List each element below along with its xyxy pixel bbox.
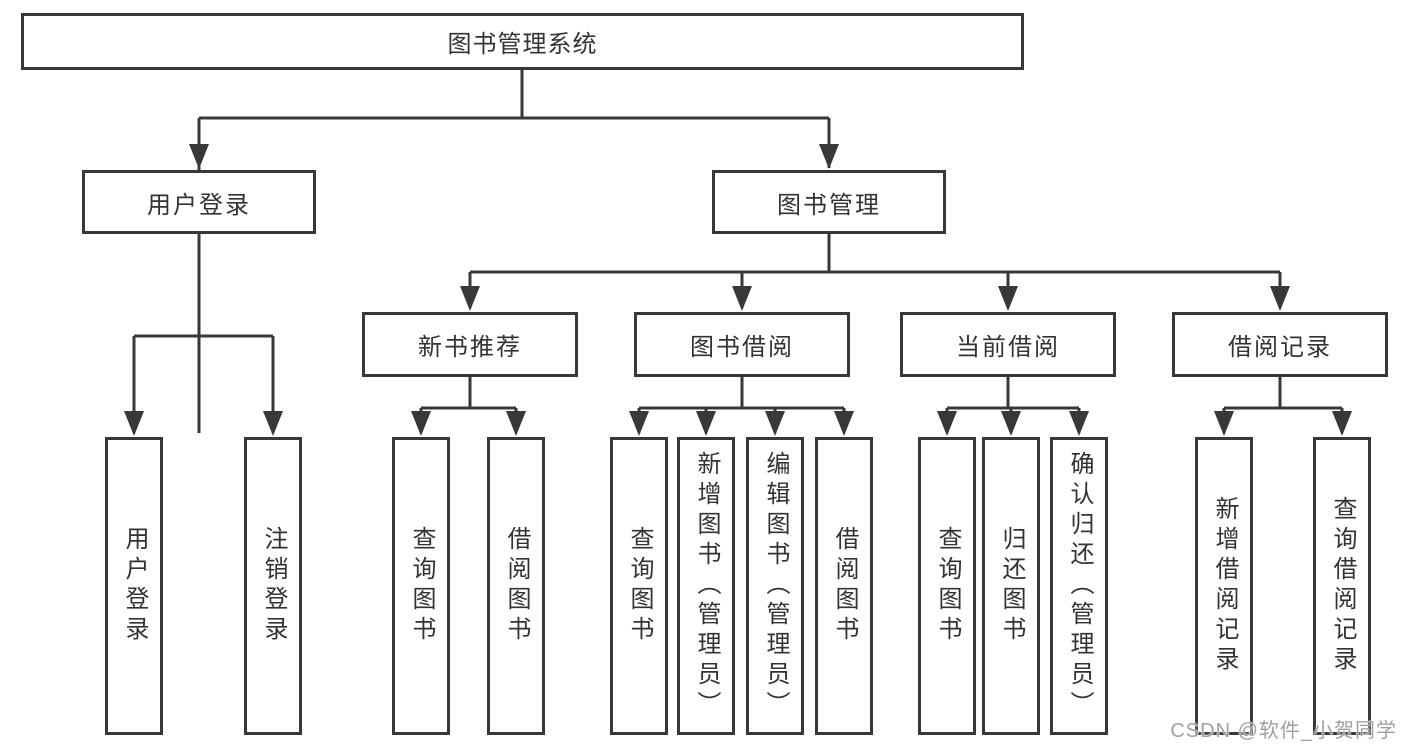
node-label: 新书推荐 (418, 334, 522, 361)
wire-borrow-record (1222, 377, 1344, 433)
node-label: 新增借阅记录 (1211, 496, 1238, 676)
node-leaf-add-borrow-record: 新增借阅记录 (1195, 437, 1253, 735)
wire-book-mgmt (468, 234, 1282, 308)
node-label: 查询图书 (408, 526, 435, 646)
node-new-book-recommendation: 新书推荐 (362, 312, 578, 377)
node-leaf-query-books-1: 查询图书 (392, 437, 450, 735)
node-leaf-logout: 注销登录 (244, 437, 302, 735)
node-label: 查询图书 (626, 526, 653, 646)
node-label: 查询图书 (934, 526, 961, 646)
node-label: 图书借阅 (690, 334, 794, 361)
node-book-management: 图书管理 (712, 170, 946, 234)
wire-new-book (419, 377, 518, 433)
node-label: 借阅图书 (503, 526, 530, 646)
node-leaf-query-books-3: 查询图书 (918, 437, 976, 735)
node-label: 用户登录 (147, 191, 251, 219)
node-label: 借阅记录 (1228, 334, 1332, 361)
node-label: 确认归还（管理员） (1066, 451, 1093, 721)
node-leaf-edit-books-admin: 编辑图书（管理员） (746, 437, 804, 735)
node-label: 归还图书 (998, 526, 1025, 646)
arrowheads (124, 144, 1352, 436)
node-user-login: 用户登录 (82, 170, 316, 234)
wire-root (197, 69, 831, 166)
node-label: 图书管理 (777, 191, 881, 219)
node-label: 用户登录 (121, 526, 148, 646)
node-label: 新增图书（管理员） (693, 451, 720, 721)
node-leaf-return-books: 归还图书 (982, 437, 1040, 735)
node-leaf-query-books-2: 查询图书 (610, 437, 668, 735)
node-library-management-system: 图书管理系统 (21, 13, 1024, 70)
wire-user-login (132, 234, 275, 433)
node-label: 借阅图书 (831, 526, 858, 646)
node-borrowing-records: 借阅记录 (1172, 312, 1388, 377)
node-label: 编辑图书（管理员） (762, 451, 789, 721)
node-book-borrowing: 图书借阅 (634, 312, 850, 377)
node-leaf-confirm-return-admin: 确认归还（管理员） (1050, 437, 1108, 735)
node-leaf-user-login: 用户登录 (105, 437, 163, 735)
node-leaf-borrow-books-1: 借阅图书 (487, 437, 545, 735)
node-label: 注销登录 (260, 526, 287, 646)
node-label: 当前借阅 (956, 334, 1060, 361)
node-label: 查询借阅记录 (1329, 496, 1356, 676)
connector-root-to-level2 (197, 69, 831, 433)
node-leaf-borrow-books-2: 借阅图书 (815, 437, 873, 735)
node-label: 图书管理系统 (447, 31, 598, 58)
wire-book-borrow (637, 377, 846, 433)
csdn-watermark: CSDN @软件_小贺同学 (1170, 720, 1397, 742)
node-leaf-add-books-admin: 新增图书（管理员） (677, 437, 735, 735)
node-current-borrowing: 当前借阅 (900, 312, 1116, 377)
node-leaf-query-borrow-record: 查询借阅记录 (1313, 437, 1371, 735)
